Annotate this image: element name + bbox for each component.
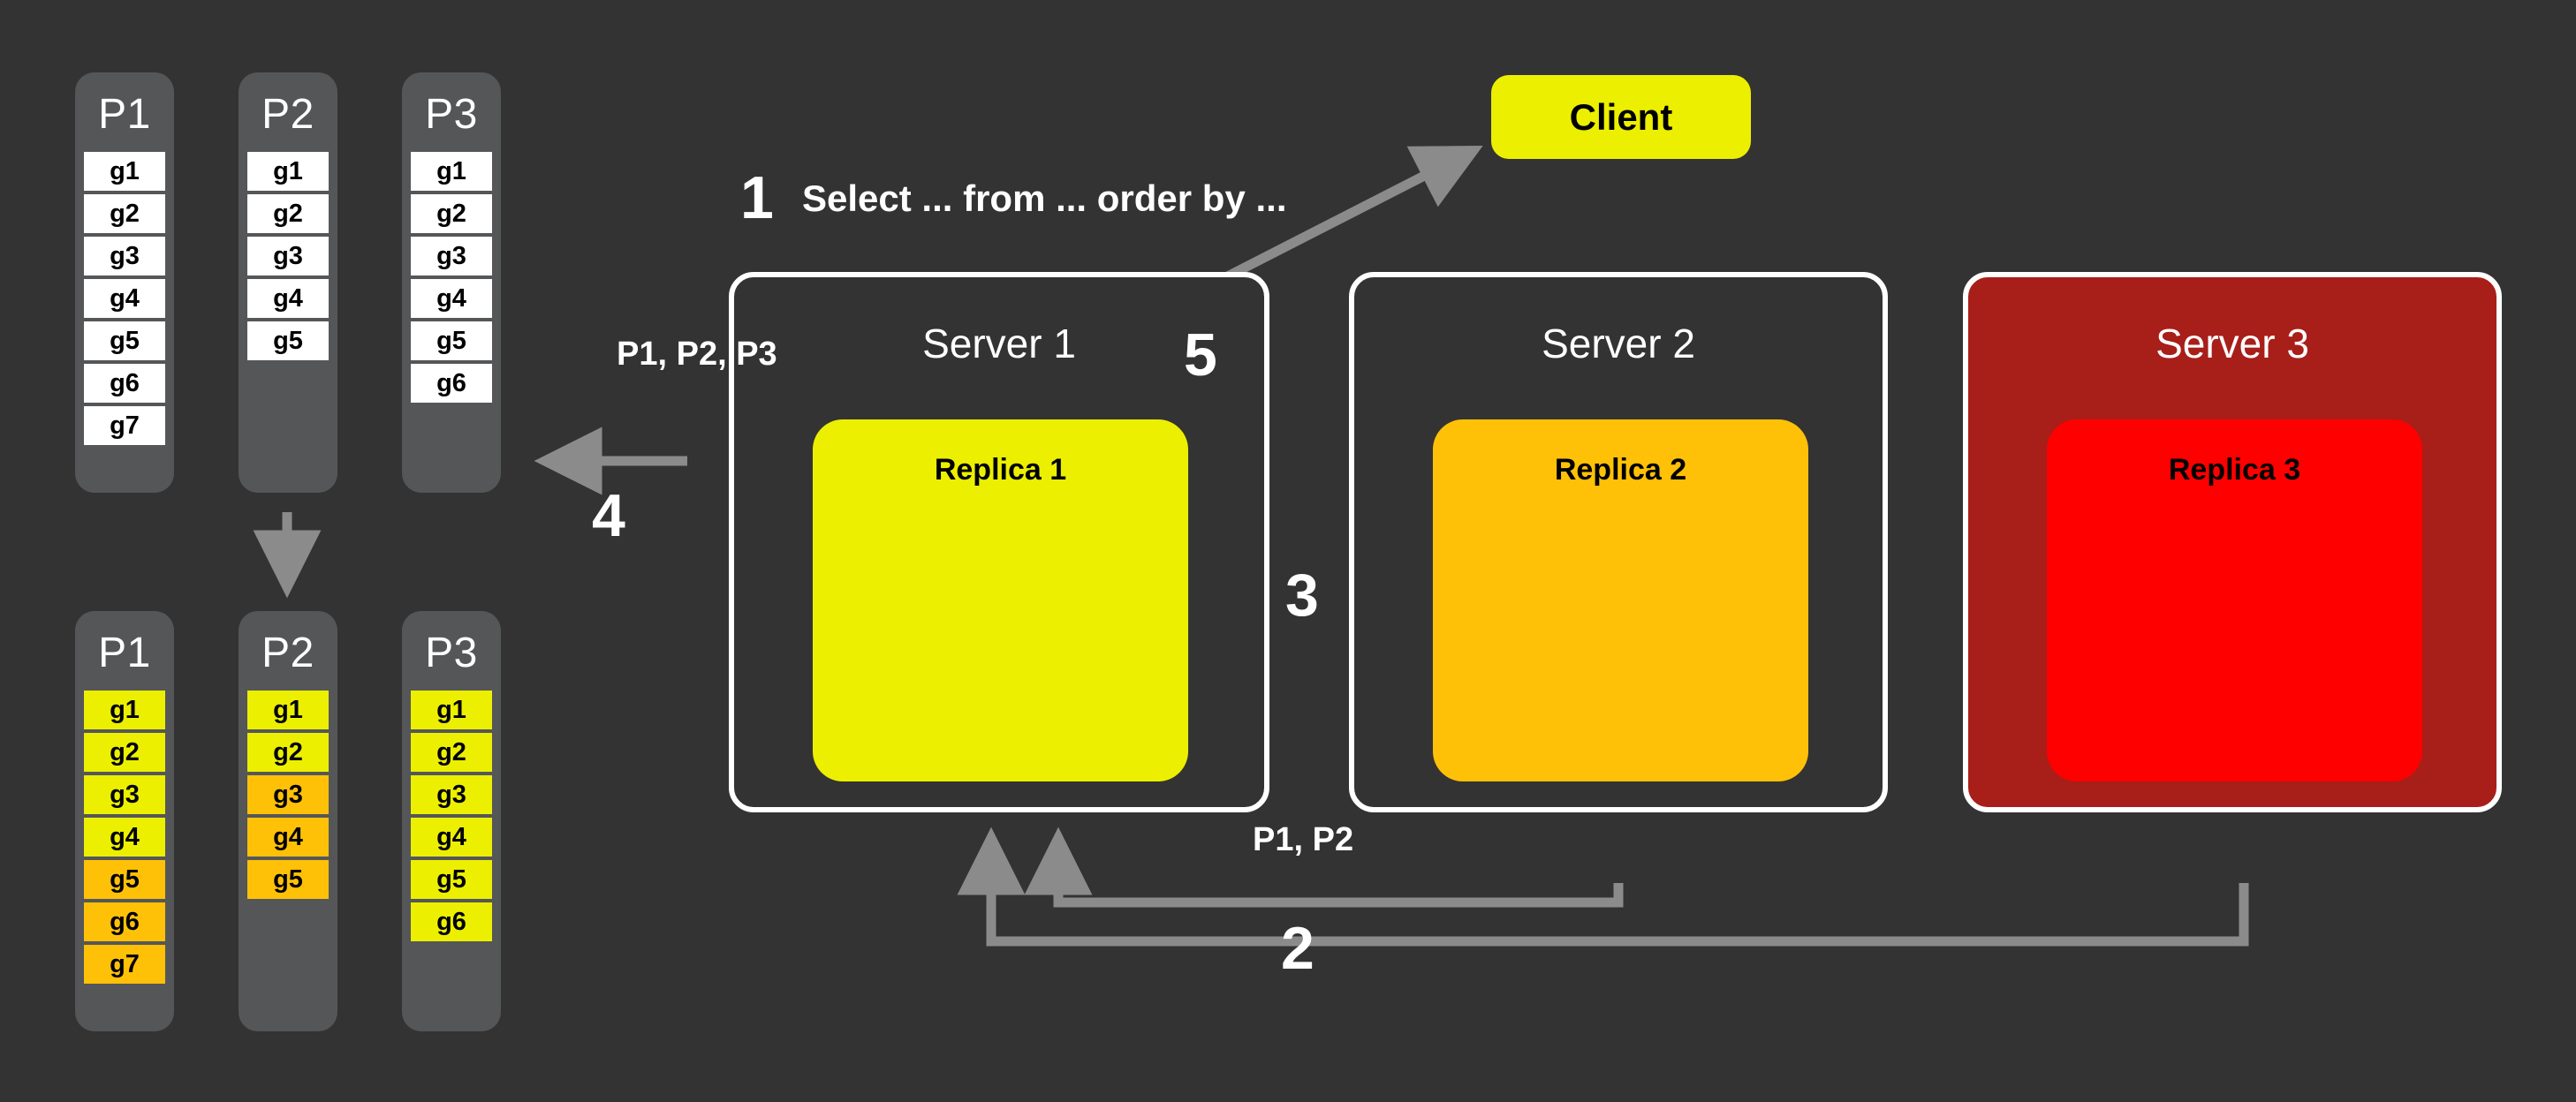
replica-1-box[interactable]: Replica 1: [813, 419, 1188, 781]
server-1-title: Server 1: [922, 321, 1076, 366]
partition-cells: g1 g2 g3 g4 g5 g6 g7: [84, 691, 165, 984]
partition-title: P1: [98, 630, 151, 676]
partition-cell[interactable]: g3: [247, 237, 329, 276]
label-p1-p2-p3: P1, P2, P3: [617, 336, 777, 373]
partition-cell[interactable]: g3: [84, 237, 165, 276]
step-marker-4: 4: [592, 482, 625, 549]
partition-cell[interactable]: g7: [84, 406, 165, 445]
partition-cell[interactable]: g2: [84, 194, 165, 233]
arrow-step2-server3-to-server1: [957, 826, 2249, 947]
partition-cell[interactable]: g2: [247, 194, 329, 233]
partition-cell[interactable]: g6: [411, 902, 492, 941]
partition-cell[interactable]: g3: [411, 775, 492, 814]
partition-cells: g1 g2 g3 g4 g5 g6 g7: [84, 152, 165, 445]
partition-cell[interactable]: g2: [411, 733, 492, 772]
server-3-title: Server 3: [2156, 321, 2309, 366]
step-marker-1: 1: [740, 164, 774, 231]
partition-cell[interactable]: g2: [247, 733, 329, 772]
partition-cell[interactable]: g4: [84, 818, 165, 857]
partition-cell[interactable]: g4: [411, 818, 492, 857]
replica-3-label: Replica 3: [2168, 453, 2301, 487]
partition-column-top-p3[interactable]: P3 g1 g2 g3 g4 g5 g6: [402, 72, 501, 493]
partition-cell[interactable]: g1: [411, 691, 492, 729]
step-marker-2: 2: [1281, 915, 1315, 982]
partition-cells: g1 g2 g3 g4 g5: [247, 152, 329, 360]
replica-2-label: Replica 2: [1554, 453, 1687, 487]
partition-cell[interactable]: g3: [247, 775, 329, 814]
partition-cell[interactable]: g5: [411, 860, 492, 899]
partition-cells: g1 g2 g3 g4 g5: [247, 691, 329, 899]
partition-column-bottom-p2[interactable]: P2 g1 g2 g3 g4 g5: [239, 611, 337, 1031]
step-marker-3: 3: [1285, 562, 1319, 629]
partition-cell[interactable]: g3: [84, 775, 165, 814]
partition-cell[interactable]: g5: [247, 321, 329, 360]
partition-title: P2: [261, 630, 314, 676]
partition-cell[interactable]: g1: [247, 152, 329, 191]
partition-column-bottom-p1[interactable]: P1 g1 g2 g3 g4 g5 g6 g7: [75, 611, 174, 1031]
partition-cell[interactable]: g2: [411, 194, 492, 233]
partition-cell[interactable]: g6: [84, 364, 165, 403]
partition-cells: g1 g2 g3 g4 g5 g6: [411, 691, 492, 941]
label-p1-p2: P1, P2: [1253, 821, 1354, 858]
partition-title: P1: [98, 91, 151, 138]
partition-title: P3: [425, 630, 478, 676]
partition-cells: g1 g2 g3 g4 g5 g6: [411, 152, 492, 403]
partition-cell[interactable]: g3: [411, 237, 492, 276]
partition-cell[interactable]: g5: [84, 321, 165, 360]
partition-cell[interactable]: g1: [84, 152, 165, 191]
partition-cell[interactable]: g5: [247, 860, 329, 899]
partition-title: P3: [425, 91, 478, 138]
partition-cell[interactable]: g4: [247, 279, 329, 318]
replica-3-box[interactable]: Replica 3: [2047, 419, 2422, 781]
partition-cell[interactable]: g5: [411, 321, 492, 360]
replica-1-label: Replica 1: [934, 453, 1067, 487]
partition-cell[interactable]: g5: [84, 860, 165, 899]
replica-2-box[interactable]: Replica 2: [1433, 419, 1808, 781]
partition-cell[interactable]: g6: [411, 364, 492, 403]
partition-cell[interactable]: g7: [84, 945, 165, 984]
client-label: Client: [1569, 95, 1673, 138]
partition-column-bottom-p3[interactable]: P3 g1 g2 g3 g4 g5 g6: [402, 611, 501, 1031]
server-2-title: Server 2: [1542, 321, 1695, 366]
step-marker-5: 5: [1184, 321, 1217, 389]
partition-cell[interactable]: g1: [84, 691, 165, 729]
partition-cell[interactable]: g4: [247, 818, 329, 857]
arrow-step2-server2-to-server1: [1024, 826, 1624, 908]
partition-column-top-p2[interactable]: P2 g1 g2 g3 g4 g5: [239, 72, 337, 493]
partition-cell[interactable]: g6: [84, 902, 165, 941]
client-node[interactable]: Client: [1491, 75, 1751, 159]
query-text: Select ... from ... order by ...: [802, 177, 1287, 219]
partition-cell[interactable]: g1: [411, 152, 492, 191]
partition-title: P2: [261, 91, 314, 138]
partition-cell[interactable]: g4: [411, 279, 492, 318]
partition-column-top-p1[interactable]: P1 g1 g2 g3 g4 g5 g6 g7: [75, 72, 174, 493]
partition-cell[interactable]: g4: [84, 279, 165, 318]
partition-cell[interactable]: g2: [84, 733, 165, 772]
partition-cell[interactable]: g1: [247, 691, 329, 729]
